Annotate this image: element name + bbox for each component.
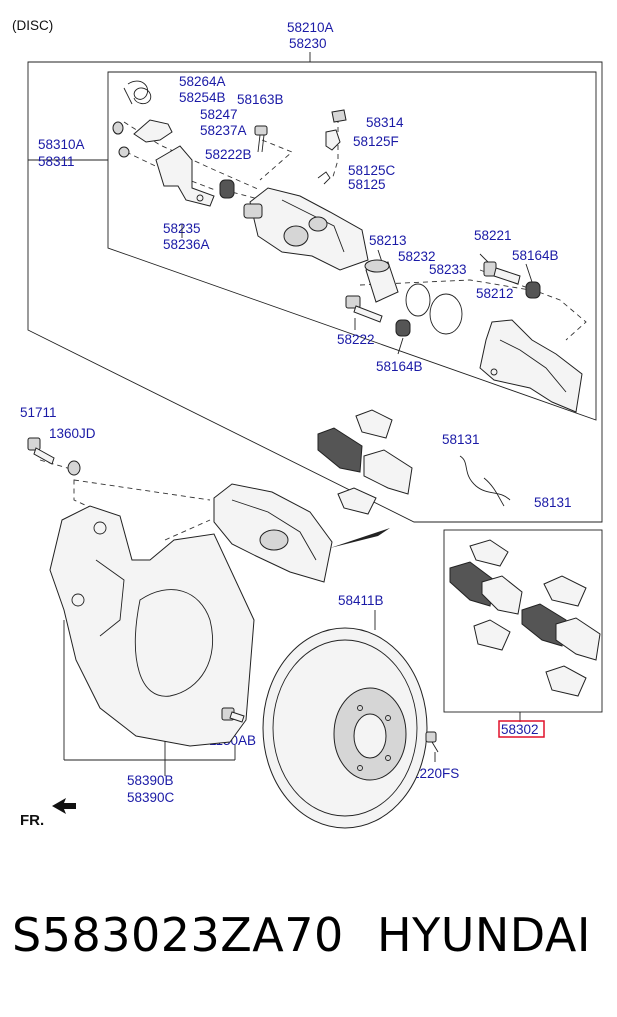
callout-bleeder-cap-2[interactable]: 58125 (348, 177, 386, 192)
front-arrow-icon (52, 798, 76, 814)
pad-kit-frame (443, 529, 603, 738)
bracket-pin-part (112, 119, 173, 158)
callout-bolt-58163b[interactable]: 58163B (237, 92, 284, 107)
washer-part (67, 460, 81, 476)
pin-58222-part (345, 295, 411, 337)
callout-disc[interactable]: 58411B (338, 593, 384, 608)
callout-disc-screw[interactable]: 1220FS (412, 766, 459, 781)
callout-bracket-pin-1[interactable]: 58247 (200, 107, 238, 122)
callout-washer[interactable]: 1360JD (49, 426, 96, 441)
bolt-1130ab-part (221, 707, 245, 723)
callout-caliper-assy-1[interactable]: 58210A (287, 20, 334, 35)
callout-bolt-51711[interactable]: 51711 (20, 405, 57, 420)
guide-pin-58221-part (483, 261, 541, 299)
callout-boot-58164b-top[interactable]: 58164B (512, 248, 559, 263)
callout-caliper-outer-1[interactable]: 58310A (38, 137, 85, 152)
spring-part (123, 80, 152, 105)
bolt-58163b-part (254, 125, 268, 153)
brake-disc-part (262, 627, 428, 829)
callout-pin-58222[interactable]: 58222 (337, 332, 375, 347)
callout-pad-kit[interactable]: 58302 (501, 722, 539, 737)
wear-sensor-wire-part (459, 455, 511, 507)
callout-seal-58233[interactable]: 58233 (429, 262, 467, 277)
callout-bracket-pin-2[interactable]: 58237A (200, 123, 247, 138)
callout-caliper-assy-2[interactable]: 58230 (289, 36, 327, 51)
callout-boot-58222b[interactable]: 58222B (205, 147, 252, 162)
part-code: S583023ZA70 (12, 908, 344, 962)
callout-sensor-wire-bottom[interactable]: 58131 (534, 495, 572, 510)
callout-caliper-outer-2[interactable]: 58311 (38, 154, 75, 169)
callout-carrier[interactable]: 58212 (476, 286, 514, 301)
variant-label: (DISC) (12, 18, 53, 33)
brake-pads-part (317, 409, 413, 515)
part-footer: S583023ZA70 HYUNDAI (0, 900, 617, 980)
callout-bracket-2[interactable]: 58236A (163, 237, 210, 252)
callout-spring-2[interactable]: 58254B (179, 90, 226, 105)
seal-58232-part (405, 283, 431, 317)
callout-cap-58314[interactable]: 58314 (366, 115, 404, 130)
callout-guide-58221[interactable]: 58221 (474, 228, 512, 243)
callout-sensor-wire-top[interactable]: 58131 (442, 432, 480, 447)
callout-dust-cover-1[interactable]: 58390B (127, 773, 174, 788)
callout-seal-58232[interactable]: 58232 (398, 249, 436, 264)
pad-kit-contents-part (449, 539, 601, 697)
callout-bleeder[interactable]: 58125F (353, 134, 399, 149)
callout-piston[interactable]: 58213 (369, 233, 407, 248)
dust-cover-part (49, 505, 255, 747)
bracket-58235-part (155, 145, 215, 207)
seal-58233-part (429, 293, 463, 335)
front-marker: FR. (20, 812, 44, 829)
callout-spring-1[interactable]: 58264A (179, 74, 226, 89)
disc-screw-part (425, 731, 439, 753)
callout-boot-58164b-bottom[interactable]: 58164B (376, 359, 423, 374)
callout-dust-cover-2[interactable]: 58390C (127, 790, 175, 805)
pad-kit-highlight-box[interactable] (498, 720, 545, 738)
caliper-assembly-frame (27, 52, 603, 523)
exploded-parts-diagram: (DISC) 58210A 58230 58264A 58254B 58163B… (12, 18, 603, 829)
brand-name: HYUNDAI (377, 908, 591, 962)
bleeder-part (317, 109, 347, 185)
caliper-body-part (243, 187, 369, 271)
caliper-assembly-lower-part (213, 483, 390, 583)
piston-part (364, 259, 399, 303)
callout-bleeder-cap-1[interactable]: 58125C (348, 163, 396, 178)
boot-58222b-part (219, 179, 235, 199)
bolt-51711-part (27, 437, 55, 465)
carrier-part (479, 319, 583, 413)
